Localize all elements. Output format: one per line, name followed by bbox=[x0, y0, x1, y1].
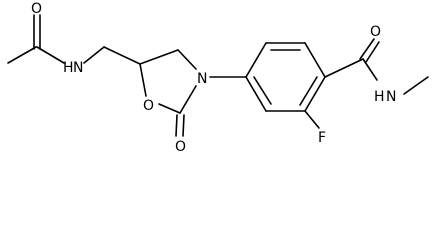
structure-diagram: O H N O N O F O H N bbox=[7, 1, 429, 155]
bond-ar-c3-c4 bbox=[304, 42, 326, 78]
atom-label-amide-h-left: H bbox=[63, 60, 74, 76]
bond-ar-c4-c5-inner bbox=[299, 76, 318, 106]
atom-label-carbonyl-o: O bbox=[31, 1, 42, 17]
bond-carbonyl-nh bbox=[362, 58, 378, 81]
bond-c5-c4 bbox=[139, 49, 179, 65]
bond-amide-co-a bbox=[359, 38, 375, 60]
atom-label-amide-h-right: H bbox=[374, 89, 385, 105]
bond-ar-c1-c2 bbox=[245, 42, 267, 78]
bond-methyl-carbonyl bbox=[7, 46, 37, 64]
bond-c5-o1 bbox=[139, 63, 147, 97]
bond-ch2-c5 bbox=[103, 46, 141, 65]
atom-label-amide-n-right: N bbox=[386, 89, 396, 105]
bond-c-f bbox=[304, 110, 320, 129]
bond-c4-n bbox=[177, 49, 197, 70]
bond-n-ch2 bbox=[83, 46, 105, 64]
bond-c2-n bbox=[179, 85, 197, 114]
bond-ar-c6-c1-inner bbox=[253, 76, 272, 105]
bond-c2-oxo-a bbox=[175, 114, 178, 137]
bond-nh-methyl bbox=[403, 76, 429, 95]
molecule-canvas: O H N O N O F O H N bbox=[7, 1, 429, 155]
atom-label-amide-o-right: O bbox=[370, 24, 381, 40]
bond-amide-co-b bbox=[365, 41, 380, 63]
bond-c2-oxo-b bbox=[182, 114, 185, 137]
atom-label-fluoro: F bbox=[318, 130, 326, 146]
bond-o1-c2 bbox=[158, 103, 181, 114]
bond-ar-carbonyl bbox=[324, 58, 364, 78]
atom-label-ring-o: O bbox=[143, 98, 154, 114]
bond-ar-c6-c1 bbox=[245, 76, 267, 112]
bond-carbonyl-n bbox=[36, 46, 65, 64]
atom-label-oxo-o: O bbox=[175, 139, 186, 155]
atom-label-ring-n: N bbox=[197, 71, 207, 87]
bond-ar-c4-c5 bbox=[304, 76, 326, 112]
atom-label-amide-n-left: N bbox=[73, 60, 83, 76]
